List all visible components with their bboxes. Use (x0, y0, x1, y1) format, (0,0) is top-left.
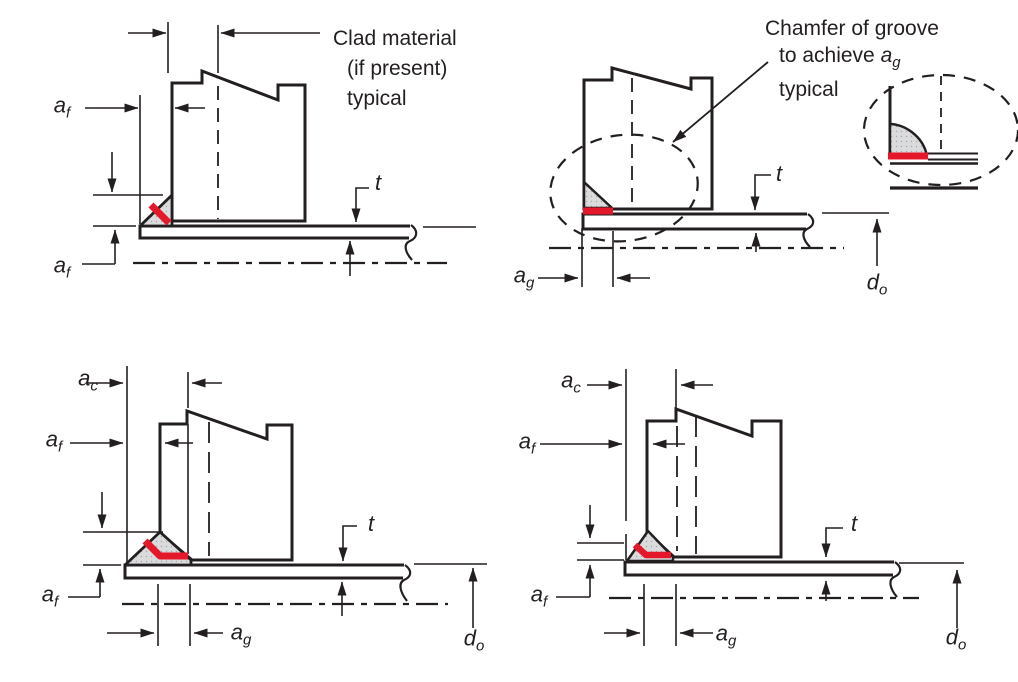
figure-bottom-right (540, 369, 964, 646)
note-line: typical (347, 87, 407, 110)
note-line: (if present) (347, 57, 448, 80)
t-leader-arrow (338, 525, 357, 562)
label-t: t (850, 511, 858, 536)
label-af-bottom: af (53, 252, 71, 282)
clad-material-note: Clad material (if present) typical (333, 24, 457, 114)
figure-top-left (82, 22, 476, 276)
nozzle-outline (158, 408, 294, 562)
label-do: do (945, 624, 967, 654)
note-line: to achieve ag (779, 44, 901, 72)
label-ag: ag (513, 262, 535, 292)
note-line: typical (779, 78, 839, 102)
t-leader-arrow (821, 527, 843, 558)
nozzle-outline (645, 406, 783, 559)
label-t: t (374, 170, 382, 195)
label-af-side: af (53, 92, 71, 122)
figure-top-right (538, 61, 1018, 287)
plate-break-line (889, 561, 902, 598)
t-leader-arrow (351, 187, 369, 223)
chamfer-note: Chamfer of groove to achieve ag typical (765, 15, 939, 103)
groove-depth-marker (583, 207, 613, 215)
plate-break-line (399, 564, 412, 602)
detail-ellipse (549, 133, 699, 243)
figure-bottom-left (68, 366, 487, 646)
label-do: do (866, 269, 888, 299)
chamfer-detail-inset (862, 73, 1018, 190)
inset-chamfer-weld (888, 122, 929, 158)
label-af-side: af (518, 428, 536, 458)
chamfer-note-leader-arrow (672, 61, 769, 143)
nozzle-outline (170, 68, 307, 223)
label-ag: ag (230, 619, 252, 649)
weld-throat-marker (142, 538, 188, 560)
label-do: do (463, 625, 485, 655)
label-ac: ac (561, 367, 581, 397)
nozzle-outline (582, 66, 714, 211)
label-t: t (367, 511, 375, 536)
note-line: Clad material (333, 27, 457, 50)
inset-groove-depth-marker (888, 152, 928, 160)
label-af-side: af (45, 426, 63, 456)
label-ac: ac (78, 365, 98, 395)
weld-throat-marker (148, 202, 172, 226)
weld-throat-marker (632, 542, 671, 559)
label-af-bottom: af (41, 581, 59, 611)
label-ag: ag (715, 620, 737, 650)
label-t: t (775, 161, 783, 186)
label-af-bottom: af (530, 581, 548, 611)
t-leader-arrow (750, 174, 771, 211)
plate-break-line (802, 213, 815, 248)
plate-break-line (404, 224, 418, 261)
note-line: Chamfer of groove (765, 17, 939, 40)
